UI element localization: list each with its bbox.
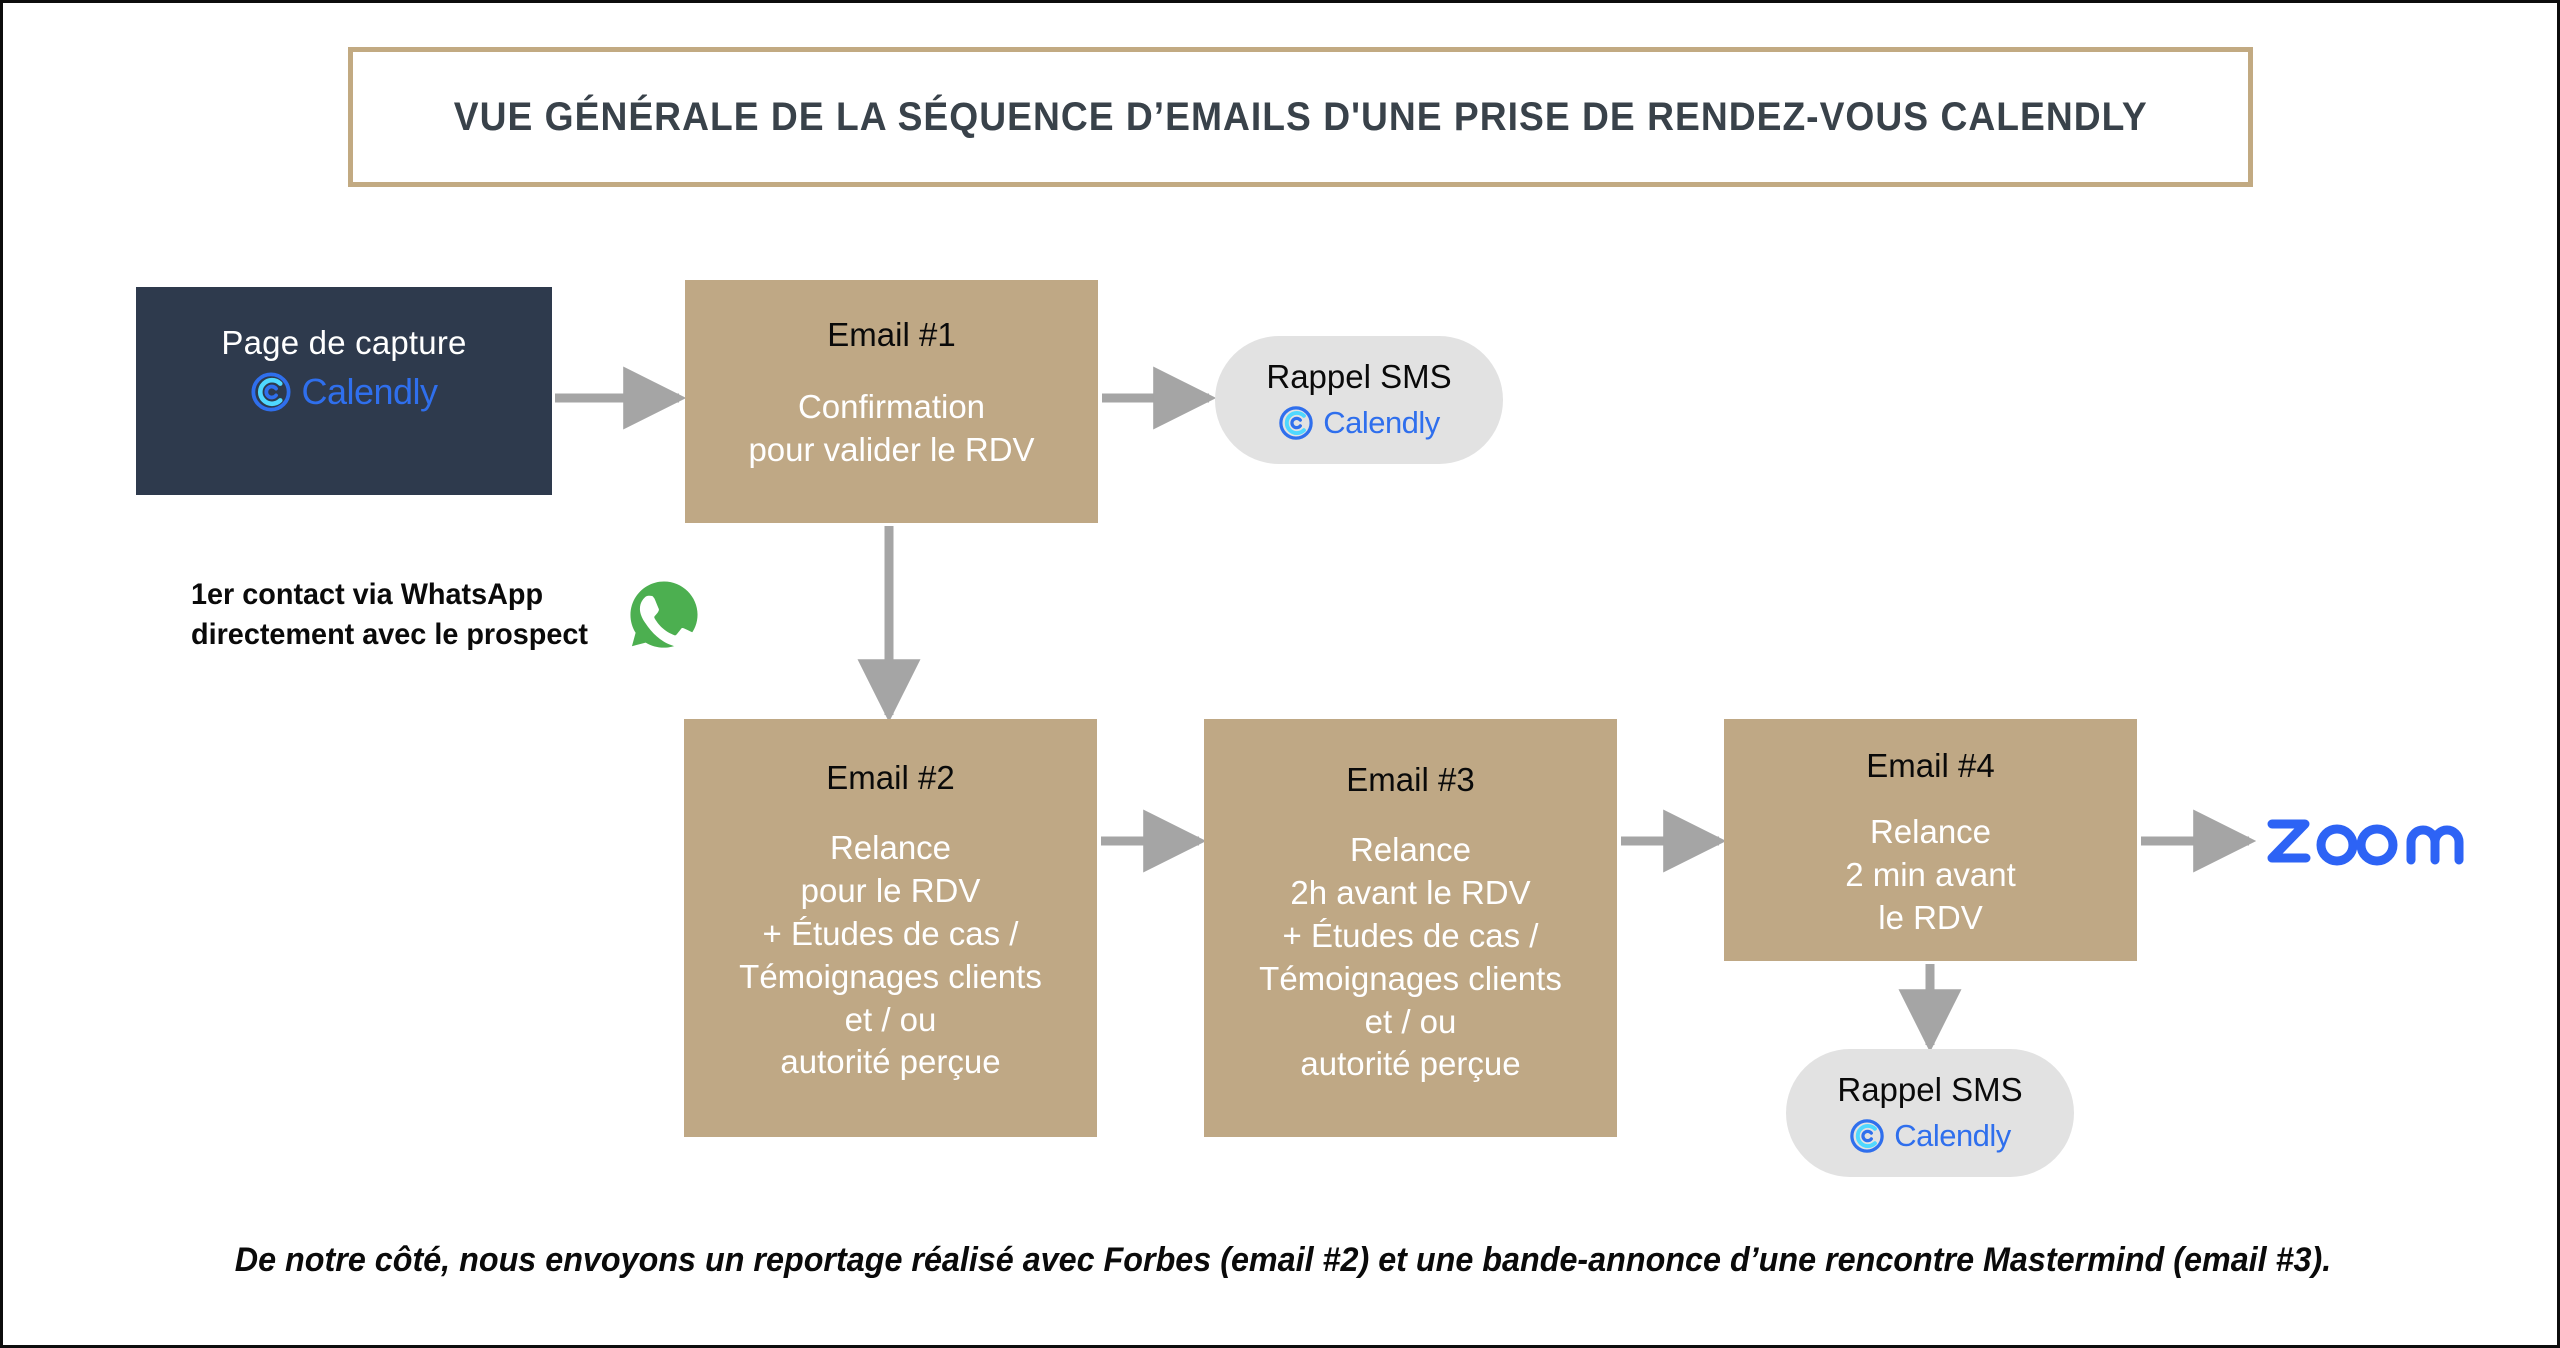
email-2-body: Relance pour le RDV + Études de cas / Té…	[739, 828, 1042, 1081]
node-zoom[interactable]	[2265, 808, 2475, 872]
email-3-title: Email #3	[1346, 761, 1475, 798]
email-2-title: Email #2	[826, 759, 955, 796]
calendly-wordmark: Calendly	[1894, 1118, 2011, 1154]
email-4-title: Email #4	[1866, 747, 1995, 784]
sms-1-title: Rappel SMS	[1266, 357, 1452, 395]
sms-2-title: Rappel SMS	[1837, 1070, 2023, 1108]
whatsapp-icon	[625, 577, 702, 655]
zoom-logo-icon	[2267, 819, 2464, 866]
email-1-title: Email #1	[827, 316, 956, 353]
footer-note: De notre côté, nous envoyons un reportag…	[234, 1241, 2332, 1279]
whatsapp-note-text: 1er contact via WhatsApp directement ave…	[191, 578, 588, 651]
page-title: VUE GÉNÉRALE DE LA SÉQUENCE D’EMAILS D'U…	[453, 94, 2148, 139]
email-1-body: Confirmation pour valider le RDV	[748, 387, 1035, 468]
calendly-mark-icon	[1850, 1119, 1884, 1153]
calendly-mark-icon	[251, 372, 291, 412]
calendly-mark-icon	[1279, 406, 1313, 440]
email-3-body: Relance 2h avant le RDV + Études de cas …	[1259, 830, 1562, 1083]
whatsapp-annotation: 1er contact via WhatsApp directement ave…	[191, 572, 751, 658]
calendly-logo: Calendly	[250, 371, 438, 413]
calendly-logo: Calendly	[1278, 405, 1440, 441]
node-email-4[interactable]: Email #4 Relance 2 min avant le RDV	[1724, 719, 2137, 961]
node-email-3[interactable]: Email #3 Relance 2h avant le RDV + Étude…	[1204, 719, 1617, 1137]
node-rappel-sms-2[interactable]: Rappel SMS Calendly	[1786, 1049, 2074, 1177]
calendly-wordmark: Calendly	[301, 371, 438, 413]
arrow-layer	[555, 366, 2257, 1053]
node-email-2[interactable]: Email #2 Relance pour le RDV + Études de…	[684, 719, 1097, 1137]
capture-label: Page de capture	[221, 324, 467, 361]
node-email-1[interactable]: Email #1 Confirmation pour valider le RD…	[685, 280, 1098, 523]
calendly-logo: Calendly	[1849, 1118, 2011, 1154]
node-rappel-sms-1[interactable]: Rappel SMS Calendly	[1215, 336, 1503, 464]
calendly-wordmark: Calendly	[1323, 405, 1440, 441]
node-page-de-capture[interactable]: Page de capture Calendly	[136, 287, 552, 495]
title-banner: VUE GÉNÉRALE DE LA SÉQUENCE D’EMAILS D'U…	[348, 47, 2253, 187]
email-4-body: Relance 2 min avant le RDV	[1845, 812, 2016, 936]
